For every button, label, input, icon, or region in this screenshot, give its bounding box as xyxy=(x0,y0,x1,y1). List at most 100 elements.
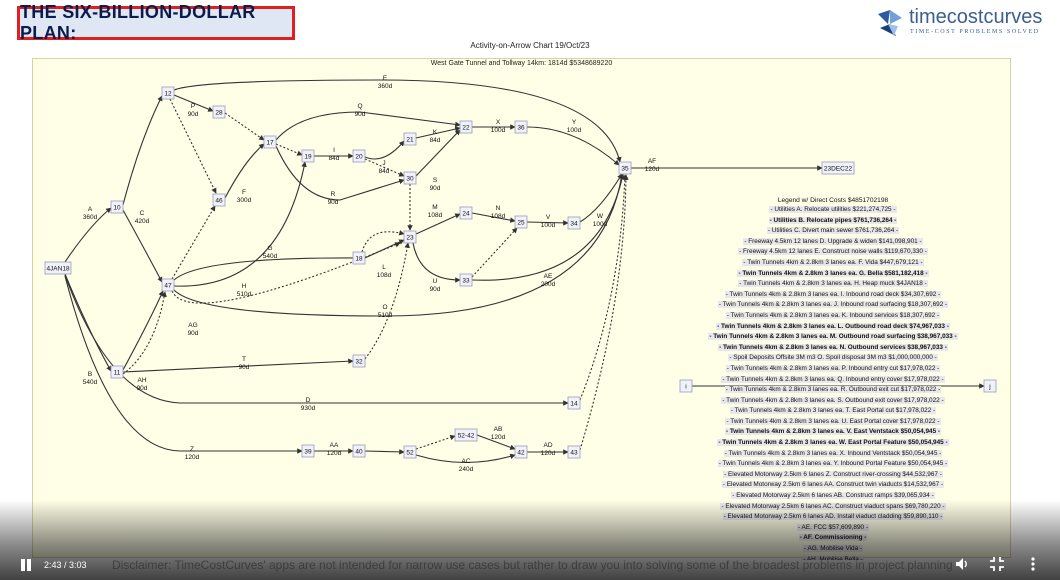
pause-button[interactable] xyxy=(18,558,34,572)
volume-icon xyxy=(956,558,967,570)
svg-text:14: 14 xyxy=(570,400,578,407)
svg-text:52: 52 xyxy=(406,449,414,456)
activity-duration: 540d xyxy=(263,253,278,260)
activity-duration: 90d xyxy=(188,330,199,337)
activity-arrow-dummy xyxy=(122,290,164,371)
legend-item: - Utilities A. Relocate utilities $221,2… xyxy=(769,206,897,213)
legend-item: - Elevated Motorway 2.5km 6 lanes AA. Co… xyxy=(721,481,945,489)
svg-text:40: 40 xyxy=(355,448,363,455)
activity-label: F xyxy=(242,189,246,196)
activity-arrow-u xyxy=(412,242,461,283)
legend-item: - Utilities B. Relocate pipes $761,736,2… xyxy=(768,216,898,224)
node-legend-j: j xyxy=(983,379,997,393)
activity-arrow-ae xyxy=(471,173,625,281)
legend-item: - Twin Tunnels 4km & 2.8km 3 lanes ea. J… xyxy=(717,301,949,309)
node-34: 34 xyxy=(567,216,581,230)
activity-duration: 100d xyxy=(593,221,608,228)
legend-item: - Twin Tunnels 4km & 2.8km 3 lanes ea. V… xyxy=(724,428,942,436)
activity-duration: 100d xyxy=(491,127,506,134)
activity-arrow-ac xyxy=(415,453,516,463)
activity-duration: 200d xyxy=(541,281,556,288)
svg-text:28: 28 xyxy=(215,109,223,116)
legend-item: - Twin Tunnels 4km & 2.8km 3 lanes ea. P… xyxy=(725,364,941,372)
activity-arrow-y xyxy=(526,126,620,166)
svg-text:21: 21 xyxy=(406,136,414,143)
node-4jan18: 4JAN18 xyxy=(44,261,72,275)
activity-label: E xyxy=(383,75,388,82)
activity-duration: 84d xyxy=(379,168,390,175)
activity-label: AG xyxy=(188,322,197,329)
activity-arrow-h xyxy=(173,161,307,287)
legend-item: - Twin Tunnels 4km & 2.8km 3 lanes ea. M… xyxy=(708,333,958,341)
activity-duration: 120d xyxy=(327,450,342,457)
node-40: 40 xyxy=(352,444,366,458)
svg-text:12: 12 xyxy=(164,90,172,97)
node-32: 32 xyxy=(352,354,366,368)
video-player-overlay xyxy=(0,500,1060,580)
node-10: 10 xyxy=(110,200,124,214)
activity-arrow-o xyxy=(173,173,624,317)
activity-duration: 100d xyxy=(567,127,582,134)
node-42: 42 xyxy=(514,445,528,459)
activity-arrow-j xyxy=(364,140,405,160)
activity-arrow-w xyxy=(579,173,623,223)
legend-item: - Freeway 4.5km 12 lanes E. Construct no… xyxy=(738,248,928,256)
legend-item: - Twin Tunnels 4km & 2.8km 3 lanes ea. L… xyxy=(716,322,950,330)
activity-arrow-c xyxy=(122,209,163,283)
legend-item: - Twin Tunnels 4km & 2.8km 3 lanes ea. G… xyxy=(737,269,929,277)
activity-arrow-t xyxy=(122,358,354,373)
activity-arrow-dummy xyxy=(122,95,163,206)
svg-text:20: 20 xyxy=(355,153,363,160)
legend-list: - Utilities A. Relocate utilities $221,2… xyxy=(683,205,983,560)
activity-label: Y xyxy=(572,119,577,126)
legend-item: - Freeway 4.5km 12 lanes D. Upgrade & wi… xyxy=(743,237,923,245)
activity-label: P xyxy=(191,103,195,110)
activity-arrow-z xyxy=(64,275,303,454)
activity-duration: 90d xyxy=(430,286,441,293)
activity-label: X xyxy=(496,119,501,126)
activity-duration: 120d xyxy=(185,454,200,461)
svg-text:30: 30 xyxy=(406,175,414,182)
activity-arrow-dummy xyxy=(224,112,265,141)
activity-label: L xyxy=(382,264,386,271)
activity-label: AH xyxy=(137,377,146,384)
activity-arrow-dummy xyxy=(275,143,303,156)
activity-label: AE xyxy=(544,273,553,280)
svg-text:34: 34 xyxy=(570,220,578,227)
node-47: 47 xyxy=(161,278,175,292)
node-17: 17 xyxy=(263,135,277,149)
activity-label: V xyxy=(546,214,551,221)
legend-item: - Twin Tunnels 4km & 2.8km 3 lanes ea. I… xyxy=(724,290,942,298)
activity-label: D xyxy=(306,397,311,404)
node-19: 19 xyxy=(301,149,315,163)
activity-label: Q xyxy=(357,103,362,110)
node-46: 46 xyxy=(212,193,226,207)
activity-arrow-dummy xyxy=(471,227,518,278)
activity-arrow-dummy xyxy=(364,449,405,455)
activity-label: B xyxy=(88,371,92,378)
more-options-button[interactable] xyxy=(1024,556,1042,574)
svg-text:23: 23 xyxy=(406,234,414,241)
node-21: 21 xyxy=(403,132,417,146)
node-24: 24 xyxy=(459,206,473,220)
exit-fullscreen-button[interactable] xyxy=(988,556,1006,574)
activity-label: AC xyxy=(461,458,470,465)
chart-title: Activity-on-Arrow Chart 19/Oct/23 xyxy=(470,41,590,50)
activity-arrow-ah xyxy=(122,291,167,375)
activity-label: R xyxy=(331,191,336,198)
legend-item: - Twin Tunnels 4km & 2.8km 3 lanes ea. R… xyxy=(724,386,942,394)
volume-button[interactable] xyxy=(953,556,971,574)
legend-title: Legend w/ Direct Costs $4851702198 xyxy=(777,197,889,204)
node-23: 23 xyxy=(403,230,417,244)
brand-tagline: TIME-COST PROBLEMS SOLVED xyxy=(910,29,1040,35)
chart-subtitle: West Gate Tunnel and Tollway 14km: 1814d… xyxy=(430,60,613,67)
activity-duration: 120d xyxy=(491,434,506,441)
activity-duration: 90d xyxy=(355,111,366,118)
node-43: 43 xyxy=(567,445,581,459)
legend-item: - Twin Tunnels 4km & 2.8km 3 lanes ea. N… xyxy=(718,343,948,351)
activity-duration: 108d xyxy=(428,212,443,219)
svg-text:4JAN18: 4JAN18 xyxy=(46,265,70,272)
activity-arrow-a xyxy=(64,207,112,263)
activity-label: AB xyxy=(494,426,503,433)
activity-arrow-f xyxy=(224,143,265,199)
